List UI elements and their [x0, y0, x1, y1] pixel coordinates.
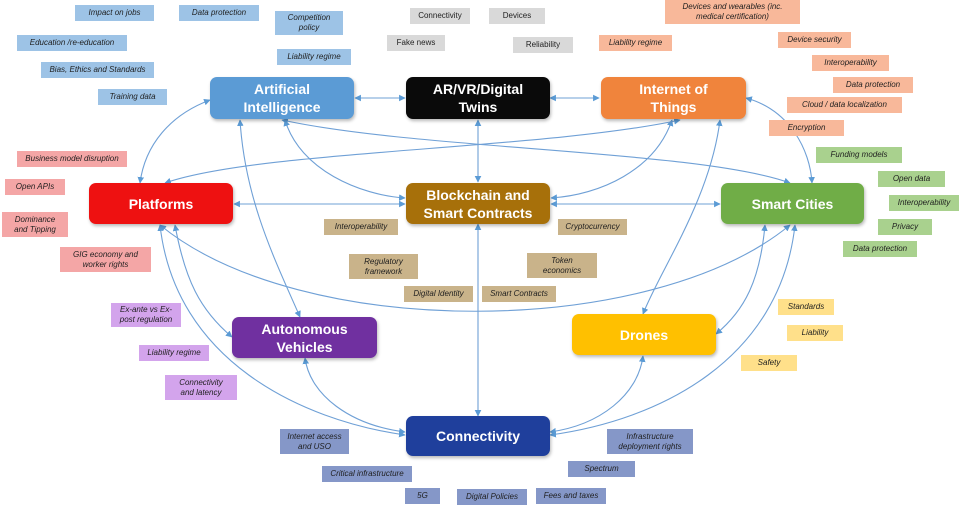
tag-iot-interoperability: Interoperability	[812, 55, 889, 71]
tag-ai-training-data: Training data	[98, 89, 167, 105]
tag-bc-interoperability: Interoperability	[324, 219, 398, 235]
hub-internet-of-things: Internet of Things	[601, 77, 746, 119]
link-iot-drones	[642, 119, 723, 315]
tag-iot-liability-regime: Liability regime	[599, 35, 672, 51]
tag-conn-internet-access-uso: Internet access and USO	[280, 429, 349, 454]
tag-sc-data-protection: Data protection	[843, 241, 917, 257]
tag-arvr-devices: Devices	[489, 8, 545, 24]
hub-platforms: Platforms	[89, 183, 233, 224]
tag-bc-regulatory-framework: Regulatory framework	[349, 254, 418, 279]
hub-connectivity: Connectivity	[406, 416, 550, 456]
tag-bc-token-economics: Token economics	[527, 253, 597, 278]
hub-autonomous-vehicles: Autonomous Vehicles	[232, 317, 377, 358]
tag-ai-bias-ethics: Bias, Ethics and Standards	[41, 62, 154, 78]
hub-blockchain-smart-contracts: Blockchain and Smart Contracts	[406, 183, 550, 224]
link-iot-platforms	[164, 118, 681, 185]
tag-arvr-connectivity: Connectivity	[410, 8, 470, 24]
tag-av-liability-regime: Liability regime	[139, 345, 209, 361]
hub-drones: Drones	[572, 314, 716, 355]
tag-bc-smart-contracts: Smart Contracts	[482, 286, 556, 302]
link-platforms-smartcities	[159, 224, 791, 312]
tag-conn-fees-taxes: Fees and taxes	[536, 488, 606, 504]
tag-drones-standards: Standards	[778, 299, 834, 315]
tag-iot-devices-wearables: Devices and wearables (inc. medical cert…	[665, 0, 800, 24]
hub-artificial-intelligence: Artificial Intelligence	[210, 77, 354, 119]
tag-drones-safety: Safety	[741, 355, 797, 371]
tag-ai-data-protection: Data protection	[179, 5, 259, 21]
tag-bc-digital-identity: Digital Identity	[404, 286, 473, 302]
link-smartcities-drones	[715, 224, 768, 335]
tag-av-connectivity-latency: Connectivity and latency	[165, 375, 237, 400]
tag-ai-liability-regime: Liability regime	[277, 49, 351, 65]
tag-sc-interoperability: Interoperability	[889, 195, 959, 211]
tag-platforms-dominance-tipping: Dominance and Tipping	[2, 212, 68, 237]
tag-platforms-open-apis: Open APIs	[5, 179, 65, 195]
tag-drones-liability: Liability	[787, 325, 843, 341]
tag-arvr-fake-news: Fake news	[387, 35, 445, 51]
tag-iot-encryption: Encryption	[769, 120, 844, 136]
tag-arvr-reliability: Reliability	[513, 37, 573, 53]
tag-ai-competition-policy: Competition policy	[275, 11, 343, 35]
tag-av-ex-ante-ex-post: Ex-ante vs Ex- post regulation	[111, 303, 181, 327]
link-ai-platforms	[137, 98, 211, 184]
tag-iot-device-security: Device security	[778, 32, 851, 48]
tag-conn-digital-policies: Digital Policies	[457, 489, 527, 505]
tag-sc-privacy: Privacy	[878, 219, 932, 235]
tag-conn-critical-infrastructure: Critical infrastructure	[322, 466, 412, 482]
link-av-connectivity	[302, 357, 406, 435]
link-drones-connectivity	[549, 355, 646, 435]
hub-ar-vr-digital-twins: AR/VR/Digital Twins	[406, 77, 550, 119]
tag-ai-impact-on-jobs: Impact on jobs	[75, 5, 154, 21]
tag-sc-funding-models: Funding models	[816, 147, 902, 163]
tag-conn-spectrum: Spectrum	[568, 461, 635, 477]
tag-iot-cloud-data-localization: Cloud / data localization	[787, 97, 902, 113]
tag-platforms-business-model-disruption: Business model disruption	[17, 151, 127, 167]
tag-sc-open-data: Open data	[878, 171, 945, 187]
tag-ai-education: Education /re-education	[17, 35, 127, 51]
tag-iot-data-protection: Data protection	[833, 77, 913, 93]
tag-bc-cryptocurrency: Cryptocurrency	[558, 219, 627, 235]
hub-smart-cities: Smart Cities	[721, 183, 864, 224]
tag-conn-infrastructure-deployment: Infrastructure deployment rights	[607, 429, 693, 454]
tag-conn-5g: 5G	[405, 488, 440, 504]
tag-platforms-gig-economy: GIG economy and worker rights	[60, 247, 151, 272]
